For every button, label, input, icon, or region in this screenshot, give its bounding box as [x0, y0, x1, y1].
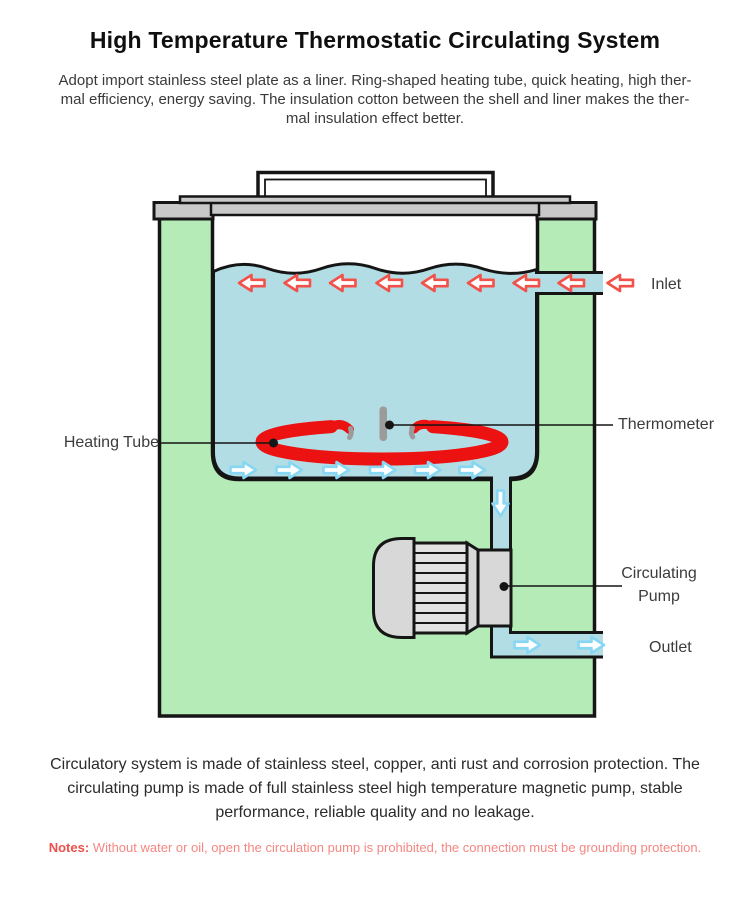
pump-motor-ribs	[412, 541, 469, 635]
page-title: High Temperature Thermostatic Circulatin…	[89, 27, 661, 53]
description-line: performance, reliable quality and no lea…	[215, 804, 535, 821]
intro-line: mal efficiency, energy saving. The insul…	[60, 91, 690, 108]
pump-motor-cap	[372, 537, 416, 639]
pump-fin-lines	[414, 552, 467, 624]
heating-tube-leader-dot	[269, 438, 278, 448]
circulating-pump-label-line1: Circulating	[621, 565, 697, 582]
circulating-pump-label: Circulating Pump	[612, 562, 706, 608]
inlet-pipe-walls	[536, 271, 603, 295]
intro-line: Adopt import stainless steel plate as a …	[58, 72, 692, 89]
flange-left	[152, 201, 215, 221]
thermometer-leader-dot	[385, 420, 394, 430]
thermometer-label: Thermometer	[618, 416, 715, 433]
heating-tube-label: Heating Tube	[63, 434, 159, 451]
intro-line: mal insulation effect better.	[285, 110, 465, 127]
description-paragraph: Circulatory system is made of stainless …	[0, 753, 750, 825]
outlet-pipe	[493, 634, 603, 656]
inlet-flow-arrow-icon	[606, 273, 635, 293]
outlet-pipe-wall-outer	[490, 477, 603, 659]
lid-top-plate	[178, 195, 572, 205]
lid-bar	[209, 201, 541, 217]
description-line: Circulatory system is made of stainless …	[50, 756, 700, 773]
heating-tube-terminal-left	[347, 426, 354, 440]
heating-tube-ring	[255, 420, 509, 466]
notes-label: Notes:	[48, 840, 90, 855]
heating-tube-terminal-right	[408, 425, 416, 440]
flange-right	[535, 201, 598, 221]
thermometer-probe	[379, 406, 387, 441]
notes-line: Notes: Without water or oil, open the ci…	[0, 840, 750, 855]
intro-paragraph: Adopt import stainless steel plate as a …	[0, 71, 750, 128]
notes-text: Without water or oil, open the circulati…	[92, 840, 702, 855]
outlet-pipe-wall-inner	[509, 477, 603, 634]
pump-collar	[465, 540, 480, 636]
pump-leader-dot	[499, 582, 509, 591]
heating-tube-end-left	[326, 420, 354, 434]
inlet-label: Inlet	[651, 276, 682, 293]
description-line: circulating pump is made of full stainle…	[67, 780, 683, 797]
outlet-label: Outlet	[649, 639, 692, 656]
circulating-pump-label-line2: Pump	[638, 588, 680, 605]
